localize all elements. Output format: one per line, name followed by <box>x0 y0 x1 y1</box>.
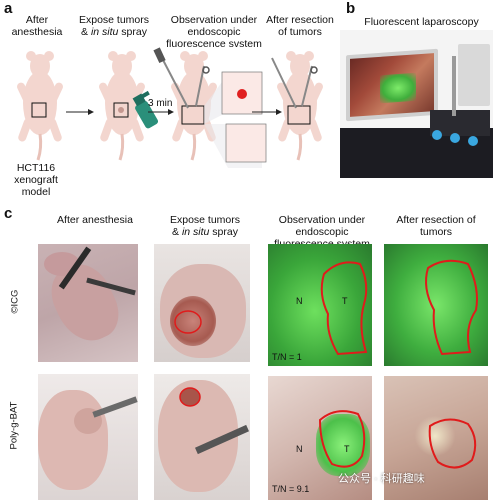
col-header-3-line1: Observation under endoscopic <box>278 214 366 238</box>
forceps-icon <box>271 57 318 109</box>
mouse-illustration-4 <box>274 49 326 162</box>
model-label: HCT116 xenograft model <box>2 162 70 198</box>
tn-ratio-r1: T/N = 1 <box>272 352 302 362</box>
photo-r1-resection <box>384 244 488 366</box>
panel-c-label: c <box>4 205 13 222</box>
arrow-time-label: 3 min <box>148 98 173 109</box>
photo-r2-resection <box>384 376 488 500</box>
tumor-roi-r2c3 <box>318 410 366 468</box>
step1-caption: After anesthesia <box>11 14 63 38</box>
photo-r1-expose <box>154 244 250 362</box>
model-line2: xenograft model <box>14 174 58 198</box>
photo-r1-fluorescence: N T T/N = 1 <box>268 244 372 366</box>
step3-line3: fluorescence svstem <box>166 38 262 50</box>
row-label-polygbat: Poly-g-BAT <box>8 401 20 450</box>
col-header-2: Expose tumors & in situ spray <box>150 214 260 238</box>
photo-r2-anesthesia <box>38 374 138 500</box>
step2-line2a: & <box>81 26 91 38</box>
photo-r1-anesthesia <box>38 244 138 362</box>
step2-line1: Expose tumors <box>78 14 150 26</box>
panel-a-label: a <box>4 0 13 17</box>
step3-caption: Observation under endoscopic fluorescenc… <box>158 14 270 50</box>
mouse-illustration-2 <box>96 49 148 162</box>
panel-b-label: b <box>346 0 356 17</box>
col-header-2-line2b: in situ <box>181 226 210 238</box>
step2-caption: Expose tumors & in situ spray <box>72 14 156 38</box>
col-header-2-line2a: & <box>172 226 182 238</box>
step4-line2: of tumors <box>278 26 322 38</box>
step4-caption: After resection of tumors <box>265 14 335 38</box>
mark-n-r2: N <box>296 444 303 454</box>
mark-n-r1: N <box>296 296 303 306</box>
photo-r2-expose <box>154 374 250 500</box>
resection-zoom-box <box>225 123 267 163</box>
col-header-4: After resection of tumors <box>396 214 476 238</box>
fluorescence-zoom-box <box>221 71 263 115</box>
watermark: 公众号 · 科研趣味 <box>338 473 425 485</box>
endoscope-icon <box>153 47 210 109</box>
tn-ratio-r2: T/N = 9.1 <box>272 484 310 494</box>
tumor-roi-r1c4 <box>425 259 478 356</box>
step4-line1: After resection <box>266 14 334 26</box>
tumor-outline-r2c2 <box>179 387 201 407</box>
arrow-2 <box>148 109 174 115</box>
step3-line1: Observation under <box>170 14 258 26</box>
col-header-1: After anesthesia <box>57 214 133 226</box>
tumor-outline-r1c2 <box>174 310 202 334</box>
tumor-roi-r1c3 <box>320 261 368 356</box>
step2-line2b: in situ <box>90 26 119 38</box>
row-label-icg: ©ICG <box>9 289 21 314</box>
laparoscopy-photo <box>340 30 493 178</box>
spray-bottle-icon <box>132 90 159 129</box>
mark-t-r1: T <box>342 296 348 306</box>
col-header-2-line2c: spray <box>209 226 238 238</box>
col-header-2-line1: Expose tumors <box>169 214 241 226</box>
tumor-roi-r2c4 <box>428 418 477 469</box>
mouse-illustration-1 <box>14 49 66 162</box>
arrow-3 <box>252 109 282 115</box>
step3-line2: endoscopic <box>187 26 241 38</box>
photo-r2-fluorescence: N T T/N = 9.1 <box>268 376 372 500</box>
panel-a-schematic <box>14 47 326 168</box>
mark-t-r2: T <box>344 444 350 454</box>
arrow-1 <box>66 109 94 115</box>
model-line1: HCT116 <box>16 162 56 174</box>
step2-line2c: spray <box>118 26 147 38</box>
